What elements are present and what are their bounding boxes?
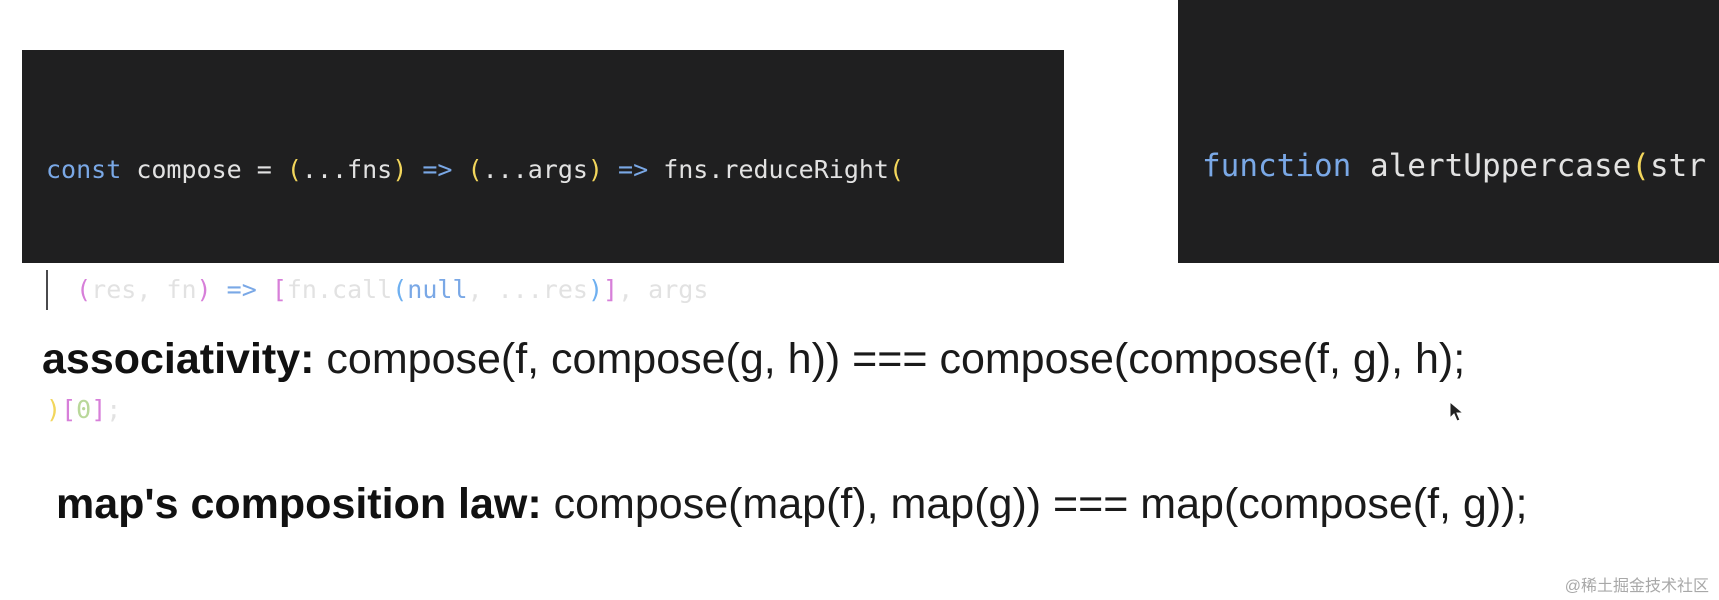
mouse-cursor-icon [1449, 401, 1465, 422]
associativity-label: associativity: [42, 335, 315, 383]
code-line-1: function alertUppercase(str [1202, 148, 1706, 184]
code-line-2: (res, fn) => [fn.call(null, ...res)], ar… [46, 270, 904, 310]
code-block-alert-uppercase: function alertUppercase(str log(toUpperC… [1178, 0, 1719, 263]
associativity-expression: compose(f, compose(g, h)) === compose(co… [314, 335, 1466, 383]
map-composition-law: map's composition law: compose(map(f), m… [56, 480, 1527, 529]
code-line-1: const compose = (...fns) => (...args) =>… [46, 155, 905, 184]
watermark: @稀土掘金技术社区 [1564, 578, 1709, 595]
code-block-compose: const compose = (...fns) => (...args) =>… [22, 50, 1064, 424]
map-composition-label: map's composition law: [56, 480, 542, 528]
code-line-3: )[0]; [46, 395, 122, 424]
indent-guide [46, 270, 48, 310]
associativity-law: associativity: compose(f, compose(g, h))… [42, 335, 1465, 384]
map-composition-expression: compose(map(f), map(g)) === map(compose(… [541, 480, 1528, 528]
